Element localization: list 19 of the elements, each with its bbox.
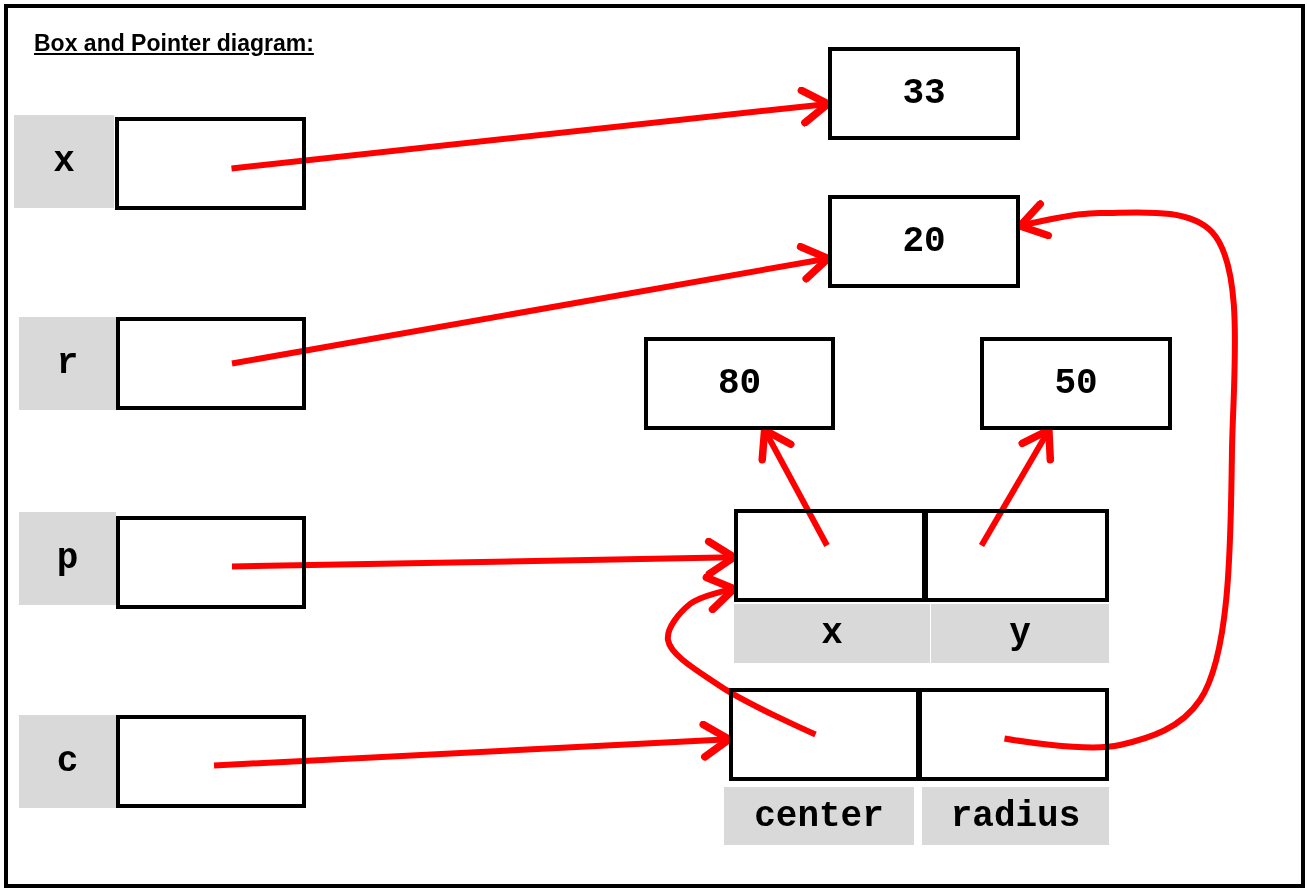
variable-name: c <box>19 715 116 808</box>
diagram-title: Box and Pointer diagram: <box>34 30 314 57</box>
pointer-arrow <box>664 573 817 738</box>
pointer-arrow <box>1004 200 1239 751</box>
value-box <box>980 337 1172 430</box>
variable-name: p <box>19 512 116 605</box>
field-name: center <box>724 787 914 845</box>
value-text: 33 <box>902 73 946 114</box>
variable-name: r <box>19 317 116 410</box>
value-box <box>828 195 1020 288</box>
field-name: x <box>734 604 930 663</box>
value-text: 20 <box>902 221 946 262</box>
variable-name: x <box>14 115 114 208</box>
value-box <box>644 337 835 430</box>
field-name: y <box>931 604 1109 663</box>
value-text: 50 <box>1054 363 1098 404</box>
field-name: radius <box>922 787 1109 845</box>
value-box <box>828 47 1020 140</box>
value-text: 80 <box>717 363 762 404</box>
